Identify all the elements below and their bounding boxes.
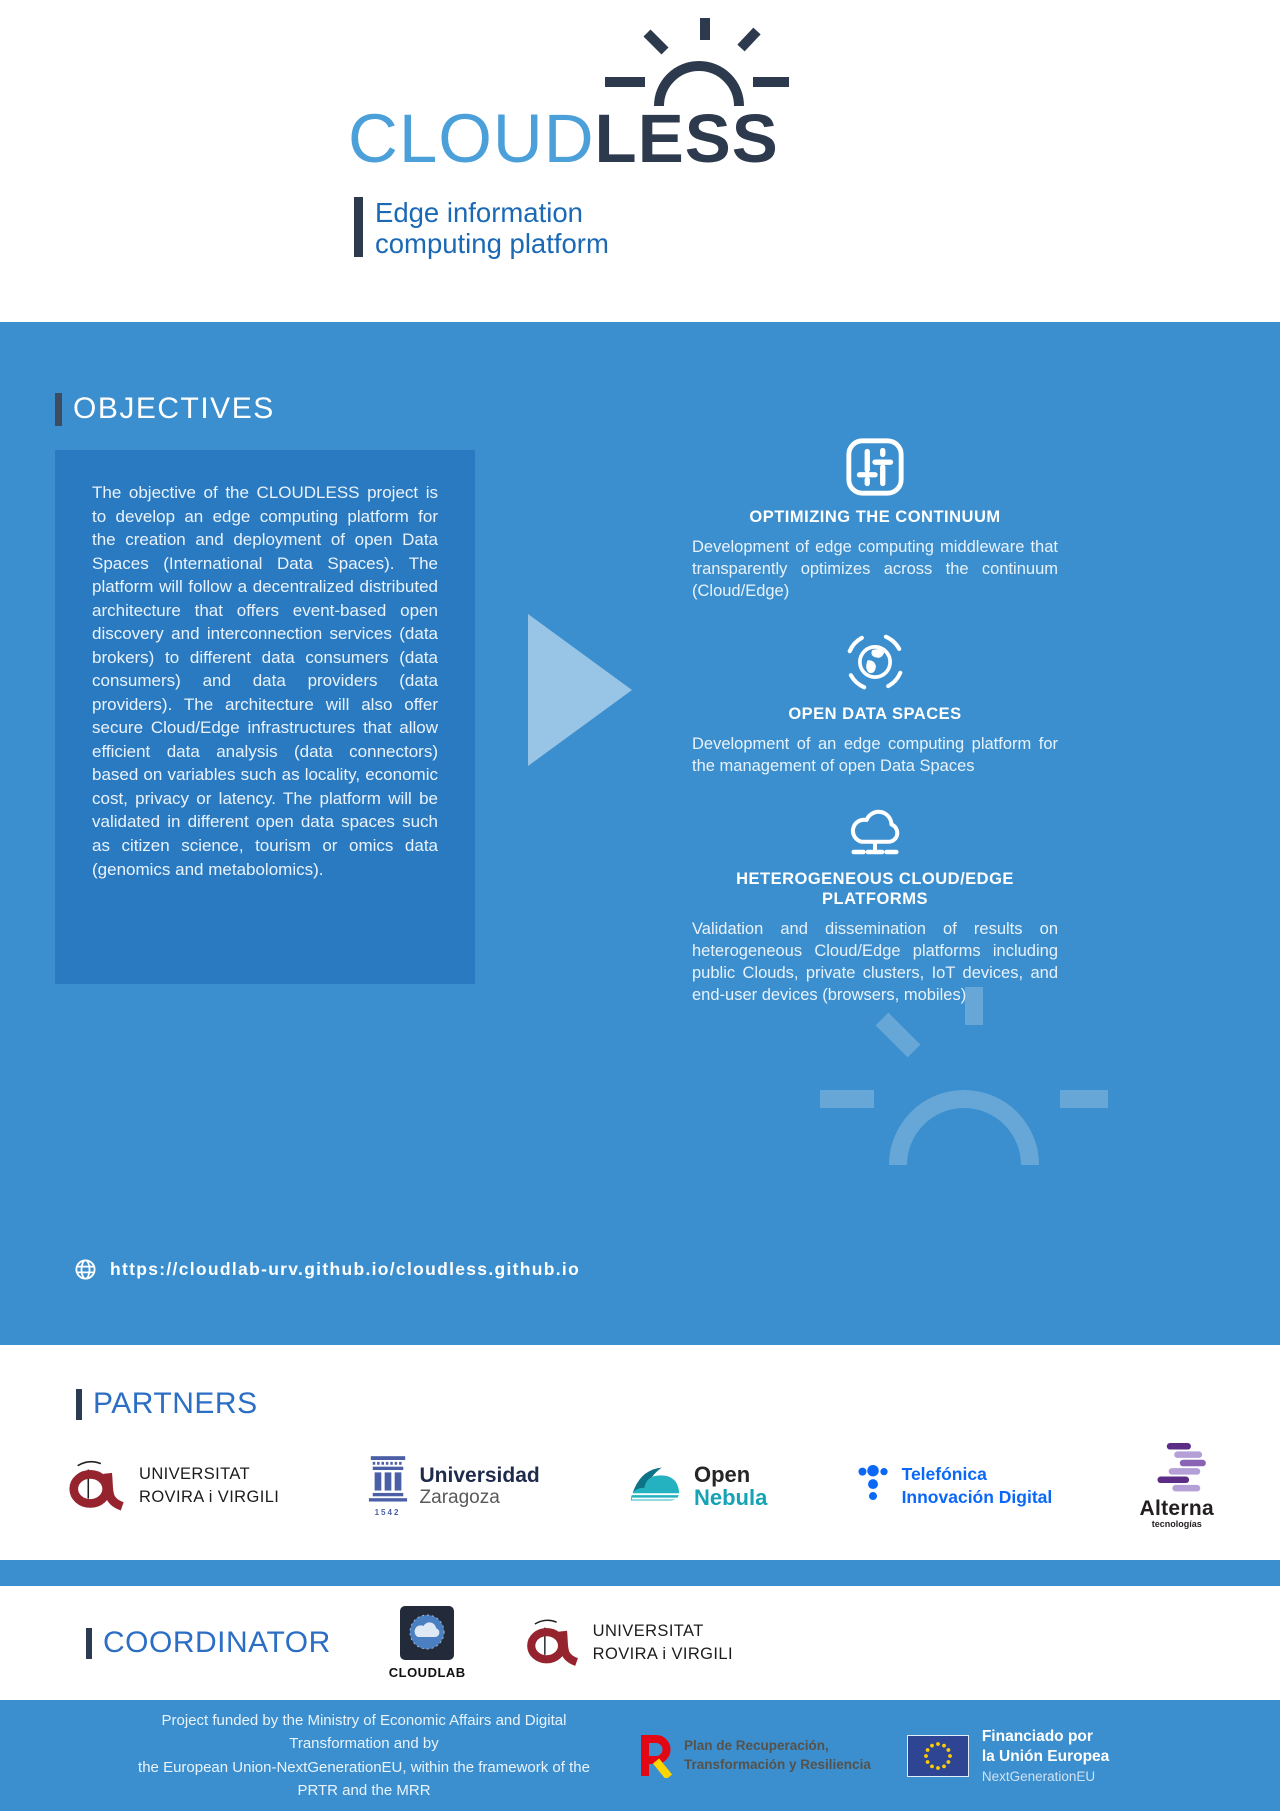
telefonica-logo-text: Telefónica Innovación Digital: [902, 1463, 1053, 1509]
eu-funding-text: Financiado por la Unión Europea NextGene…: [982, 1727, 1109, 1784]
eu-funding-logo: Financiado por la Unión Europea NextGene…: [906, 1727, 1109, 1784]
opennebula-logo-text: Open Nebula: [694, 1463, 767, 1509]
objectives-title: OBJECTIVES: [73, 392, 275, 425]
eu-line-2: la Unión Europea: [981, 1748, 1110, 1765]
header: CLOUD LESS: [0, 0, 1280, 322]
heading-bar: [55, 392, 62, 426]
heading-bar: [76, 1388, 82, 1420]
partner-logo-urv: UNIVERSITAT ROVIRA i VIRGILI: [66, 1457, 279, 1515]
telefonica-line-1: Telefónica: [901, 1464, 987, 1485]
cloudlab-label: CLOUDLAB: [388, 1665, 466, 1680]
heading-bar: [86, 1627, 92, 1659]
urv-line-2: ROVIRA i VIRGILI: [139, 1488, 280, 1506]
partners-section: PARTNERS UNIVERSITAT ROVIRA i VIRGILI: [0, 1345, 1280, 1560]
objective-description: Development of edge computing middleware…: [692, 537, 1058, 600]
eu-line-3: NextGenerationEU: [981, 1769, 1096, 1785]
urv-line-1: UNIVERSITAT: [139, 1464, 251, 1483]
partner-logo-zaragoza: 1542 Universidad Zaragoza: [367, 1455, 540, 1517]
objective-item-continuum: OPTIMIZING THE CONTINUUM Development of …: [692, 436, 1058, 602]
objectives-body: The objective of the CLOUDLESS project i…: [92, 483, 438, 879]
globe-icon: [75, 1259, 96, 1280]
prtr-text: Plan de Recuperación, Transformación y R…: [684, 1737, 871, 1773]
cloudless-logo: CLOUD LESS: [348, 18, 789, 260]
globe-orbit-icon: [845, 632, 905, 692]
zaragoza-line-2: Zaragoza: [419, 1486, 500, 1508]
funding-line-1: Project funded by the Ministry of Econom…: [161, 1712, 567, 1753]
objective-item-platforms: HETEROGENEOUS CLOUD/EDGE PLATFORMS Valid…: [692, 804, 1058, 1007]
objective-item-data-spaces: OPEN DATA SPACES Development of an edge …: [692, 629, 1058, 777]
objective-title: OPEN DATA SPACES: [788, 704, 962, 723]
cloudlab-logo: CLOUDLAB: [389, 1606, 466, 1680]
zaragoza-logo-text: Universidad Zaragoza: [420, 1464, 540, 1509]
sun-watermark: [820, 987, 1108, 1166]
eu-line-1: Financiado por: [981, 1727, 1093, 1745]
funding-line-2: the European Union-NextGenerationEU, wit…: [138, 1758, 590, 1799]
building-icon: [368, 1455, 407, 1502]
partner-logo-opennebula: Open Nebula: [627, 1463, 767, 1509]
coordinator-title: COORDINATOR: [103, 1626, 331, 1659]
cloudless-wordmark: CLOUD LESS: [348, 18, 789, 177]
urv-logo-icon: [69, 1460, 124, 1511]
urv-logo-icon: [526, 1619, 578, 1666]
prtr-line-1: Plan de Recuperación,: [684, 1738, 829, 1754]
objective-title: OPTIMIZING THE CONTINUUM: [749, 508, 1001, 526]
objectives-text-box: The objective of the CLOUDLESS project i…: [55, 450, 475, 984]
objective-title: HETEROGENEOUS CLOUD/EDGE PLATFORMS: [736, 869, 1014, 909]
partners-title: PARTNERS: [93, 1387, 258, 1420]
cloud-network-icon: [851, 809, 900, 855]
objectives-heading: OBJECTIVES: [55, 392, 275, 426]
partner-logo-alterna: Alterna tecnologías: [1140, 1443, 1214, 1529]
telefonica-line-2: Innovación Digital: [901, 1487, 1053, 1507]
wordmark-cloud: CLOUD: [348, 100, 595, 177]
website-url[interactable]: https://cloudlab-urv.github.io/cloudless…: [110, 1259, 581, 1279]
tagline-line-1: Edge information: [375, 197, 583, 228]
urv-logo-text: UNIVERSITAT ROVIRA i VIRGILI: [593, 1620, 733, 1666]
wordmark-less-text: LESS: [594, 100, 779, 177]
prtr-line-2: Transformación y Resiliencia: [684, 1756, 871, 1772]
partner-logo-telefonica: Telefónica Innovación Digital: [855, 1463, 1053, 1509]
prtr-logo: Plan de Recuperación, Transformación y R…: [639, 1734, 871, 1778]
arrow-triangle: [528, 614, 632, 766]
eu-flag-icon: [906, 1734, 969, 1777]
funding-text: Project funded by the Ministry of Econom…: [125, 1709, 603, 1802]
opennebula-line-2: Nebula: [693, 1485, 768, 1510]
blue-divider-stripe: [0, 1560, 1280, 1586]
telefonica-t-icon: [858, 1464, 888, 1501]
zaragoza-line-1: Universidad: [419, 1463, 540, 1487]
alterna-line-2: tecnologías: [1151, 1519, 1202, 1529]
partners-heading: PARTNERS: [76, 1387, 258, 1421]
objective-description: Validation and dissemination of results …: [692, 920, 1058, 1005]
partners-logo-row: UNIVERSITAT ROVIRA i VIRGILI: [0, 1443, 1280, 1529]
website-link[interactable]: https://cloudlab-urv.github.io/cloudless…: [74, 1258, 580, 1281]
zaragoza-year: 1542: [374, 1507, 401, 1517]
opennebula-cloud-icon: [630, 1467, 680, 1501]
objective-description: Development of an edge computing platfor…: [692, 734, 1058, 775]
tagline-bar: [354, 197, 363, 257]
urv-line-2: ROVIRA i VIRGILI: [592, 1645, 733, 1663]
alterna-line-1: Alterna: [1139, 1497, 1214, 1520]
footer: Project funded by the Ministry of Econom…: [0, 1700, 1280, 1811]
coordinator-logo-urv: UNIVERSITAT ROVIRA i VIRGILI: [524, 1616, 733, 1670]
zaragoza-building-block: 1542: [367, 1455, 409, 1517]
urv-line-1: UNIVERSITAT: [592, 1621, 704, 1640]
coordinator-section: COORDINATOR CLOUDLAB UNI: [0, 1586, 1280, 1700]
opennebula-line-1: Open: [693, 1461, 751, 1487]
coordinator-heading: COORDINATOR: [86, 1626, 331, 1660]
tagline-text: Edge information computing platform: [375, 197, 609, 260]
alterna-bars-icon: [1157, 1443, 1206, 1492]
sun-icon: [604, 18, 789, 107]
cloudlab-icon: [400, 1606, 455, 1660]
objectives-section: OBJECTIVES The objective of the CLOUDLES…: [0, 322, 1280, 1345]
objectives-list: OPTIMIZING THE CONTINUUM Development of …: [692, 436, 1058, 1006]
urv-logo-text: UNIVERSITAT ROVIRA i VIRGILI: [139, 1463, 279, 1509]
tagline-line-2: computing platform: [375, 228, 609, 260]
prtr-r-icon: [641, 1734, 673, 1778]
logo-tagline: Edge information computing platform: [354, 197, 779, 260]
sliders-icon: [846, 438, 904, 496]
wordmark-less: LESS: [595, 18, 789, 173]
